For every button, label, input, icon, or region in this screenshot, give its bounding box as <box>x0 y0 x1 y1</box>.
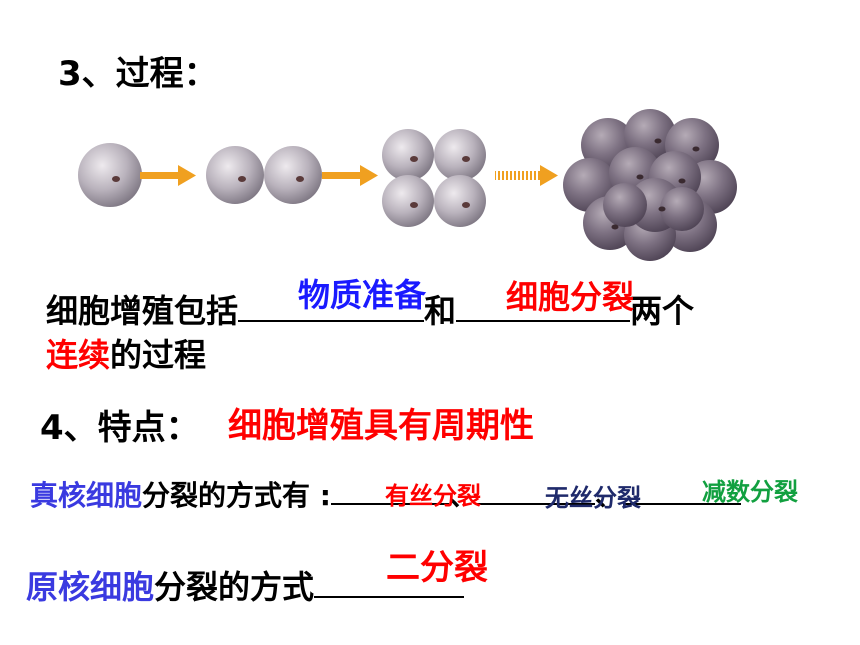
blank-amitosis <box>476 477 595 505</box>
blank-mitosis <box>330 477 449 505</box>
separator-1: 、 <box>448 479 477 512</box>
answer-meiosis: 减数分裂 <box>702 478 798 506</box>
prokaryote-line: 原核细胞分裂的方式 <box>26 562 465 608</box>
answer-cell-division: 细胞分裂 <box>506 278 635 316</box>
sentence-part2: 和 <box>424 292 457 330</box>
two-cells <box>206 146 322 204</box>
dashed-arrow-icon <box>495 165 558 186</box>
answer-binary-fission: 二分裂 <box>386 548 488 588</box>
blank-1 <box>238 290 425 322</box>
single-cell <box>78 143 142 207</box>
cell-division-diagram <box>78 109 737 261</box>
sentence-line2-rest: 的过程 <box>110 336 207 374</box>
section-4-title: 4、特点： <box>40 408 200 448</box>
answer-periodicity: 细胞增殖具有周期性 <box>228 406 534 446</box>
arrow-icon <box>140 165 196 186</box>
section-3-title: 3、过程： <box>58 54 218 94</box>
four-cells <box>382 129 486 227</box>
answer-amitosis: 无丝分裂 <box>545 484 641 512</box>
process-sentence-line2: 连续的过程 <box>46 330 206 376</box>
blank-meiosis <box>623 477 741 505</box>
eukaryote-label: 真核细胞 <box>30 479 143 512</box>
blank-2 <box>456 290 631 322</box>
blank-binary-fission <box>314 566 465 598</box>
prokaryote-text: 分裂的方式 <box>154 568 315 606</box>
sentence-part1: 细胞增殖包括 <box>46 292 239 330</box>
answer-mitosis: 有丝分裂 <box>385 482 481 510</box>
eukaryote-line: 真核细胞分裂的方式有 : 、 、 <box>30 474 741 514</box>
sentence-part3: 两个 <box>630 292 695 330</box>
eukaryote-text: 分裂的方式有 : <box>142 479 331 512</box>
process-sentence-line1: 细胞增殖包括 和 两个 <box>46 286 694 332</box>
prokaryote-label: 原核细胞 <box>26 568 155 606</box>
separator-2: 、 <box>594 479 623 512</box>
answer-material-preparation: 物质准备 <box>298 276 427 314</box>
continuous-highlight: 连续 <box>46 336 111 374</box>
arrow-icon <box>322 165 378 186</box>
cell-cluster <box>563 109 737 261</box>
